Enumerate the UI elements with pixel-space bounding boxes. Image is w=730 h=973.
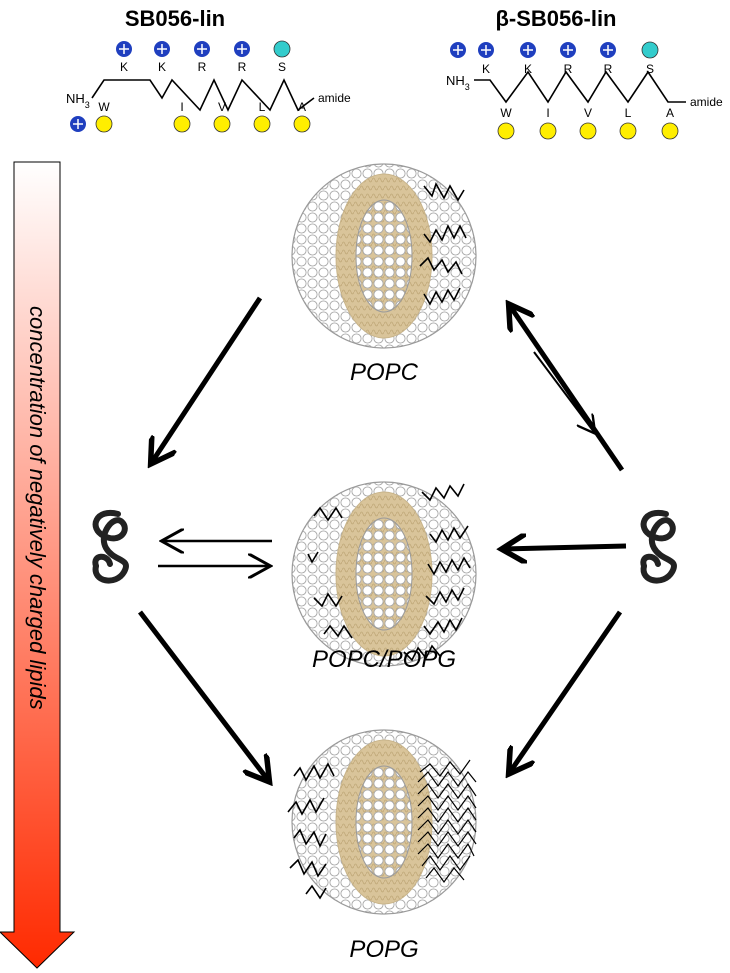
peptide-beta-sb056-lin: β-SB056-lin NH3 amide K K R R S W I V L … (446, 6, 723, 140)
residue-labels-bottom: W I V L A (98, 100, 306, 114)
cationic-charge-icon (154, 41, 170, 57)
residue-label: I (180, 100, 183, 114)
cationic-charge-icon (116, 41, 132, 57)
hydrophobic-residue-markers (497, 122, 679, 140)
cationic-charge-icon (70, 116, 86, 132)
residue-label: K (158, 60, 166, 74)
residue-label: V (218, 100, 226, 114)
reaction-arrows (138, 296, 627, 780)
hydrophobic-residue-icon (253, 115, 271, 133)
residue-label: V (584, 106, 592, 120)
arrow-coil-to-popc (510, 306, 625, 472)
residue-label: A (298, 100, 306, 114)
residue-label: K (524, 62, 532, 76)
n-terminus-label: NH3 (446, 73, 470, 92)
residue-label: S (278, 60, 286, 74)
arrow-popc-to-coil-minor (533, 351, 594, 432)
residue-label: W (98, 100, 110, 114)
hydrophobic-residue-icon (293, 115, 311, 133)
peptide-backbone (474, 70, 686, 104)
hydrophobic-residue-icon (213, 115, 231, 133)
residue-label: R (198, 60, 207, 74)
random-coil-peptide-right-icon (643, 513, 674, 581)
polar-residue-icon (273, 40, 291, 58)
inserted-peptides (307, 483, 471, 662)
vesicle-label-popc-popg: POPC/POPG (312, 646, 456, 673)
residue-label: K (120, 60, 128, 74)
c-terminus-label: amide (318, 91, 351, 105)
residue-labels-top: K K R R S (120, 60, 286, 74)
hydrophobic-residue-icon (95, 115, 113, 133)
inserted-peptides (287, 759, 477, 900)
residue-labels-top: K K R R S (482, 62, 654, 76)
residue-label: I (546, 106, 549, 120)
cationic-charge-icon (450, 42, 466, 58)
peptide-name: SB056-lin (125, 6, 225, 31)
peptide-name: β-SB056-lin (495, 6, 616, 31)
peptide-backbone (91, 78, 315, 112)
inserted-peptides (419, 182, 467, 306)
gradient-label: concentration of negatively charged lipi… (25, 306, 50, 710)
cationic-charge-icon (560, 42, 576, 58)
vesicle-popc (291, 163, 477, 349)
cationic-charge-icon (478, 42, 494, 58)
residue-label: W (500, 106, 512, 120)
hydrophobic-residue-icon (539, 122, 557, 140)
residue-label: R (604, 62, 613, 76)
c-terminus-label: amide (690, 95, 723, 109)
residue-labels-bottom: W I V L A (500, 106, 674, 120)
residue-label: L (625, 106, 632, 120)
hydrophobic-residue-icon (579, 122, 597, 140)
residue-label: L (259, 100, 266, 114)
polar-residue-icon (641, 41, 659, 59)
hydrophobic-residue-icon (497, 122, 515, 140)
hydrophobic-residue-icon (619, 122, 637, 140)
n-terminus-label: NH3 (66, 91, 90, 110)
residue-label: R (238, 60, 247, 74)
vesicle-popc-popg (291, 481, 477, 667)
hydrophobic-residue-icon (173, 115, 191, 133)
residue-label: K (482, 62, 490, 76)
arrow-coil-to-popg (138, 610, 268, 780)
cationic-charge-icon (600, 42, 616, 58)
random-coil-peptide-left-icon (95, 513, 126, 581)
cationic-charge-icon (520, 42, 536, 58)
lipid-gradient-arrow: concentration of negatively charged lipi… (0, 161, 76, 969)
residue-label: A (666, 106, 674, 120)
cationic-charge-markers (70, 41, 250, 132)
vesicle-label-popc: POPC (350, 359, 419, 386)
residue-label: R (564, 62, 573, 76)
hydrophobic-residue-icon (661, 122, 679, 140)
arrow-popc-to-coil (152, 296, 263, 462)
arrow-coil-to-popc-popg-bold (504, 546, 627, 549)
hydrophobic-residue-markers (95, 115, 311, 133)
vesicle-label-popg: POPG (349, 936, 418, 963)
vesicle-popg (287, 729, 477, 915)
cationic-charge-icon (194, 41, 210, 57)
arrow-coil-to-popg-right (510, 610, 623, 772)
peptide-sb056-lin: SB056-lin NH3 amide K K R R S W I V L A (66, 6, 351, 133)
cationic-charge-markers (450, 42, 616, 58)
peptide-aggregate (417, 759, 477, 884)
cationic-charge-icon (234, 41, 250, 57)
residue-label: S (646, 62, 654, 76)
